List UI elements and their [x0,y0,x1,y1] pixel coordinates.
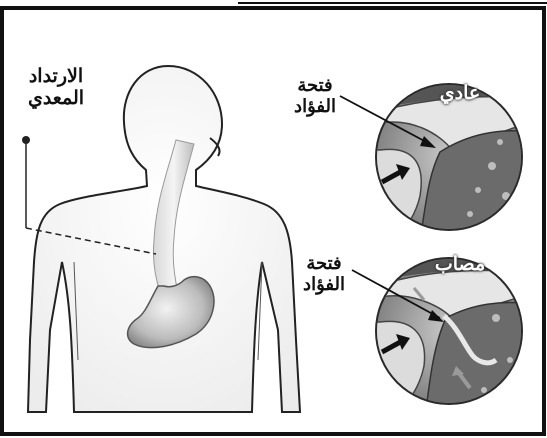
cardia-label-affected-line2: الفؤاد [282,275,366,296]
cardia-label-affected-line1: فتحة [282,254,366,275]
normal-circle-title: عادي [420,82,500,104]
cardia-label-normal-line1: فتحة [270,76,360,97]
cardia-label-affected: فتحة الفؤاد [282,254,366,295]
reflux-label-line2: المعدي [6,88,106,110]
reflux-label: الارتداد المعدي [6,66,106,110]
affected-circle-title: مصاب [418,253,502,275]
cardia-label-normal: فتحة الفؤاد [270,76,360,117]
cardia-label-normal-line2: الفؤاد [270,97,360,118]
reflux-label-line1: الارتداد [6,66,106,88]
